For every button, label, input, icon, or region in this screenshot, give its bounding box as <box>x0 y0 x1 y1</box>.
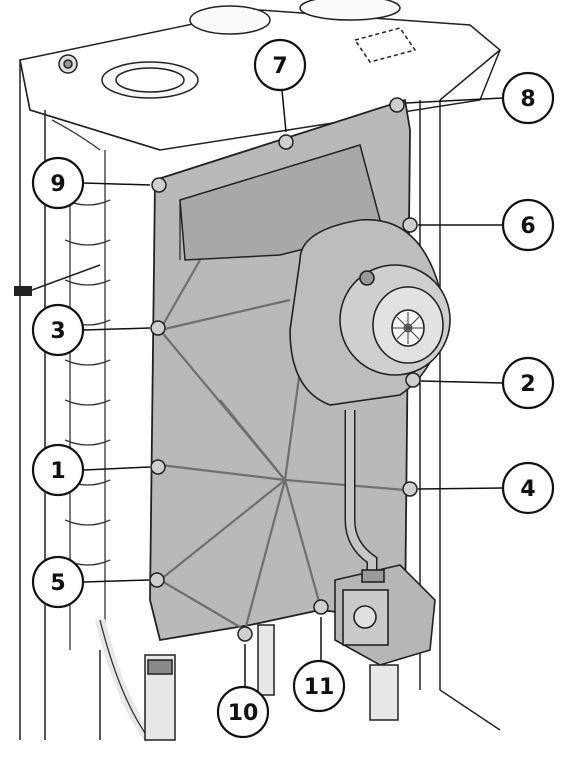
svg-text:6: 6 <box>520 214 535 239</box>
fan-assembly <box>289 218 451 406</box>
svg-text:1: 1 <box>50 459 65 484</box>
svg-text:8: 8 <box>520 87 535 112</box>
callout-2: 2 <box>501 356 555 410</box>
screw-11 <box>313 599 329 615</box>
svg-text:2: 2 <box>520 372 535 397</box>
screw-1 <box>150 459 166 475</box>
svg-text:11: 11 <box>304 675 335 700</box>
callout-4: 4 <box>501 461 555 515</box>
screw-5 <box>149 572 165 588</box>
callout-8: 8 <box>501 71 555 125</box>
callout-3: 3 <box>31 303 85 357</box>
screw-7 <box>278 134 294 150</box>
leader-lines <box>83 89 504 687</box>
callout-11: 11 <box>292 659 346 713</box>
svg-text:4: 4 <box>520 477 535 502</box>
gas-pipe <box>344 410 378 575</box>
screw-4 <box>402 481 418 497</box>
screws <box>149 97 421 642</box>
fan-hub-icon <box>392 312 424 344</box>
callout-1: 1 <box>31 443 85 497</box>
svg-text:10: 10 <box>228 701 259 726</box>
svg-text:3: 3 <box>50 319 65 344</box>
screw-3 <box>150 320 166 336</box>
callout-6: 6 <box>501 198 555 252</box>
screw-6 <box>402 217 418 233</box>
svg-text:9: 9 <box>50 172 65 197</box>
left-pipework <box>51 119 155 743</box>
sensor-connector <box>14 264 101 296</box>
screw-10 <box>237 626 253 642</box>
gas-valve <box>334 564 436 666</box>
callout-10: 10 <box>216 685 270 739</box>
screw-2 <box>405 372 421 388</box>
callout-5: 5 <box>31 555 85 609</box>
lower-fittings <box>99 624 399 741</box>
callout-7: 7 <box>253 38 307 92</box>
svg-text:7: 7 <box>272 54 287 79</box>
screw-8 <box>389 97 405 113</box>
svg-text:5: 5 <box>50 571 65 596</box>
callout-9: 9 <box>31 156 85 210</box>
screw-9 <box>151 177 167 193</box>
